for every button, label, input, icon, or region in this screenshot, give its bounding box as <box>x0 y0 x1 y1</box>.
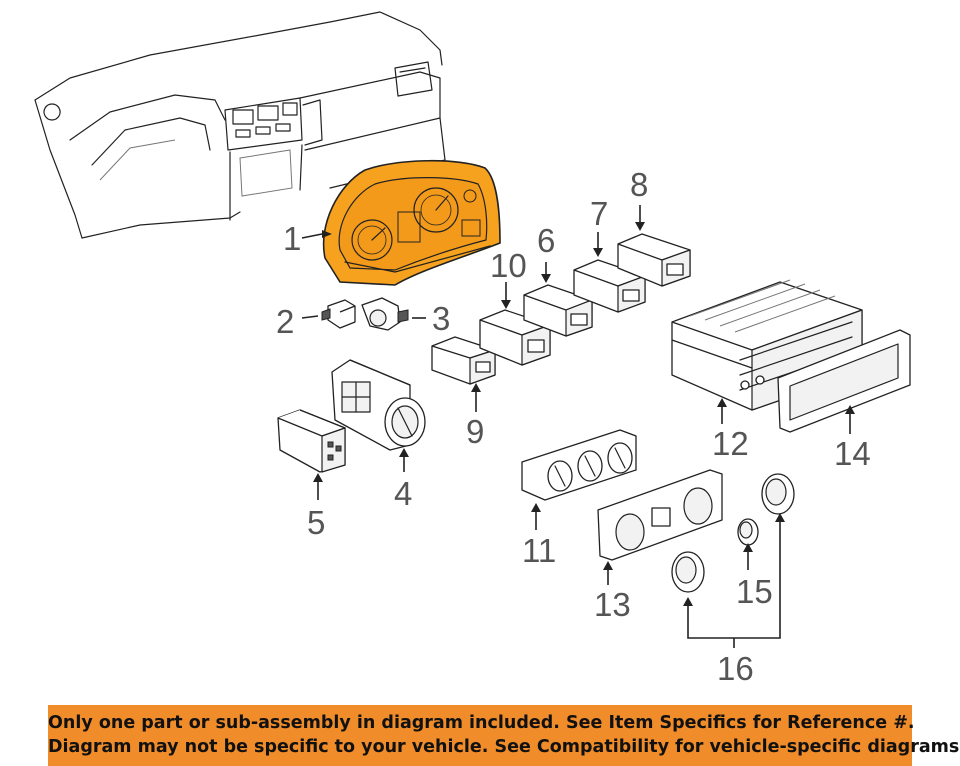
part-4-headlight-switch <box>331 359 426 472</box>
callout-13: 13 <box>594 586 631 623</box>
callout-15: 15 <box>736 573 773 610</box>
part-8-switch <box>617 205 691 287</box>
part-13-faceplate <box>597 469 723 585</box>
callout-10: 10 <box>490 247 527 284</box>
part-2-switch <box>301 299 356 329</box>
callout-16: 16 <box>717 650 754 687</box>
dashboard-outline <box>34 11 446 239</box>
part-7-switch <box>573 232 646 313</box>
callout-2: 2 <box>276 303 294 340</box>
callout-5: 5 <box>307 504 325 541</box>
part-6-switch <box>523 262 593 337</box>
part-3-switch <box>361 297 426 331</box>
callout-6: 6 <box>537 222 555 259</box>
callout-4: 4 <box>394 475 412 512</box>
part-1-instrument-cluster <box>301 159 501 286</box>
part-14-bezel <box>777 329 911 434</box>
part-9-switch <box>431 336 496 412</box>
disclaimer-banner: Only one part or sub-assembly in diagram… <box>48 705 960 766</box>
part-11-control-panel <box>521 429 637 530</box>
disclaimer-line-2: Diagram may not be specific to your vehi… <box>48 737 960 757</box>
part-16-knob-a <box>671 551 705 593</box>
callout-1: 1 <box>283 220 301 257</box>
part-16-bracket <box>683 513 785 648</box>
parts-diagram: 1 2 3 4 5 6 7 8 9 10 11 12 13 14 15 16 <box>34 11 911 687</box>
callout-3: 3 <box>432 300 450 337</box>
disclaimer-line-1: Only one part or sub-assembly in diagram… <box>48 713 915 733</box>
part-5-switch <box>277 409 346 500</box>
callout-9: 9 <box>466 413 484 450</box>
part-15-knob <box>737 518 759 570</box>
part-16-knob-b <box>761 473 795 515</box>
callout-14: 14 <box>834 435 871 472</box>
callout-7: 7 <box>590 195 608 232</box>
callout-12: 12 <box>712 425 749 462</box>
callout-11: 11 <box>522 532 556 569</box>
callout-8: 8 <box>630 166 648 203</box>
